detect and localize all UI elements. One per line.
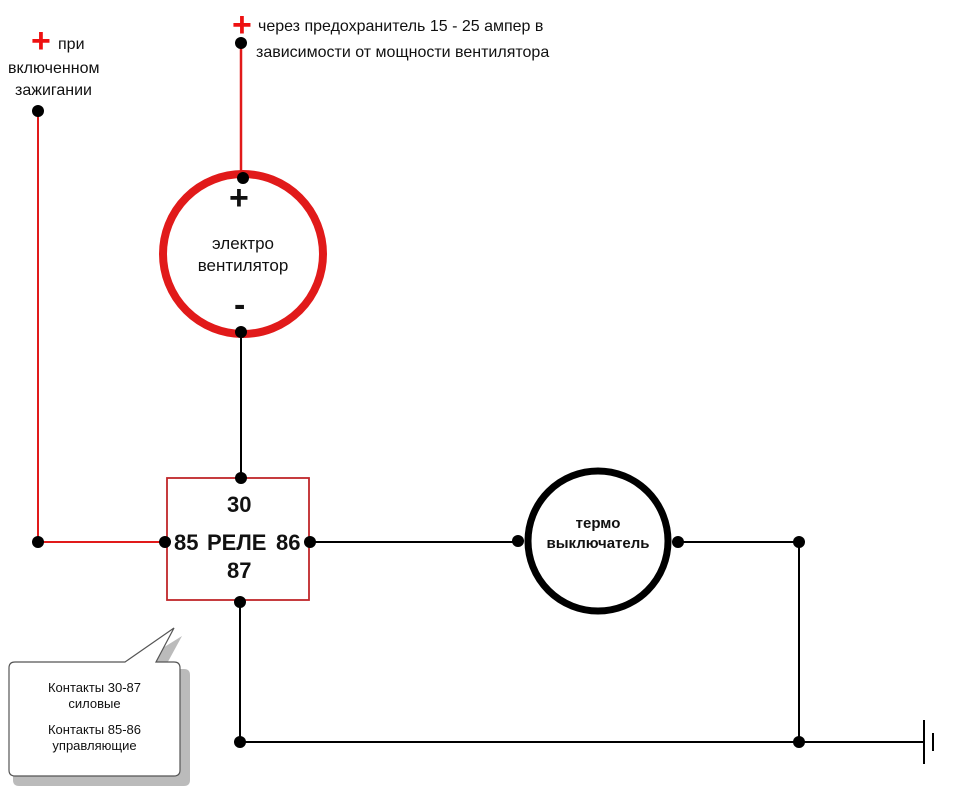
fan-label-line1: электро (212, 234, 274, 253)
relay-pin-30: 30 (227, 492, 252, 517)
thermo-switch-circle (524, 467, 672, 615)
thermo-label-line2: выключатель (546, 535, 650, 552)
ignition-text-line1: при (58, 36, 85, 53)
thermo-right-dot (672, 536, 684, 548)
ignition-terminal-dot (32, 105, 44, 117)
fan-plus-sign: + (229, 179, 249, 217)
ignition-plus-sign: + (31, 22, 51, 60)
ignition-text-line3: зажигании (15, 82, 92, 99)
fuse-text-line1: через предохранитель 15 - 25 ампер в (258, 18, 544, 35)
bottom-left-dot (234, 736, 246, 748)
fuse-plus-sign: + (232, 6, 252, 44)
ignition-text-line2: включенном (8, 60, 100, 77)
fan-minus-dot (235, 326, 247, 338)
fan-label-line2: вентилятор (197, 256, 289, 275)
fan-plus-dot (237, 172, 249, 184)
ground-icon (923, 720, 934, 764)
callout-line1: Контакты 30-87 (47, 680, 141, 695)
relay-85-dot (159, 536, 171, 548)
relay-86-dot (304, 536, 316, 548)
right-top-dot (793, 536, 805, 548)
thermo-left-dot (512, 535, 524, 547)
relay-pin-85: 85 (174, 530, 199, 555)
thermo-label-line1: термо (575, 515, 621, 532)
relay-pin-87: 87 (227, 558, 252, 583)
relay-30-dot (235, 472, 247, 484)
relay-pin-86: 86 (276, 530, 301, 555)
callout-bubble (8, 627, 181, 777)
fan-minus-sign: - (234, 286, 246, 324)
relay-name: РЕЛЕ (207, 530, 267, 555)
fuse-terminal-dot (235, 37, 247, 49)
terminal-dots (32, 37, 805, 748)
ignition-corner-dot (32, 536, 44, 548)
callout-line4: управляющие (52, 738, 137, 753)
right-bottom-dot (793, 736, 805, 748)
callout-line2: силовые (68, 696, 121, 711)
fuse-text-line2: зависимости от мощности вентилятора (256, 44, 550, 61)
callout-line3: Контакты 85-86 (47, 722, 141, 737)
relay-87-dot (234, 596, 246, 608)
